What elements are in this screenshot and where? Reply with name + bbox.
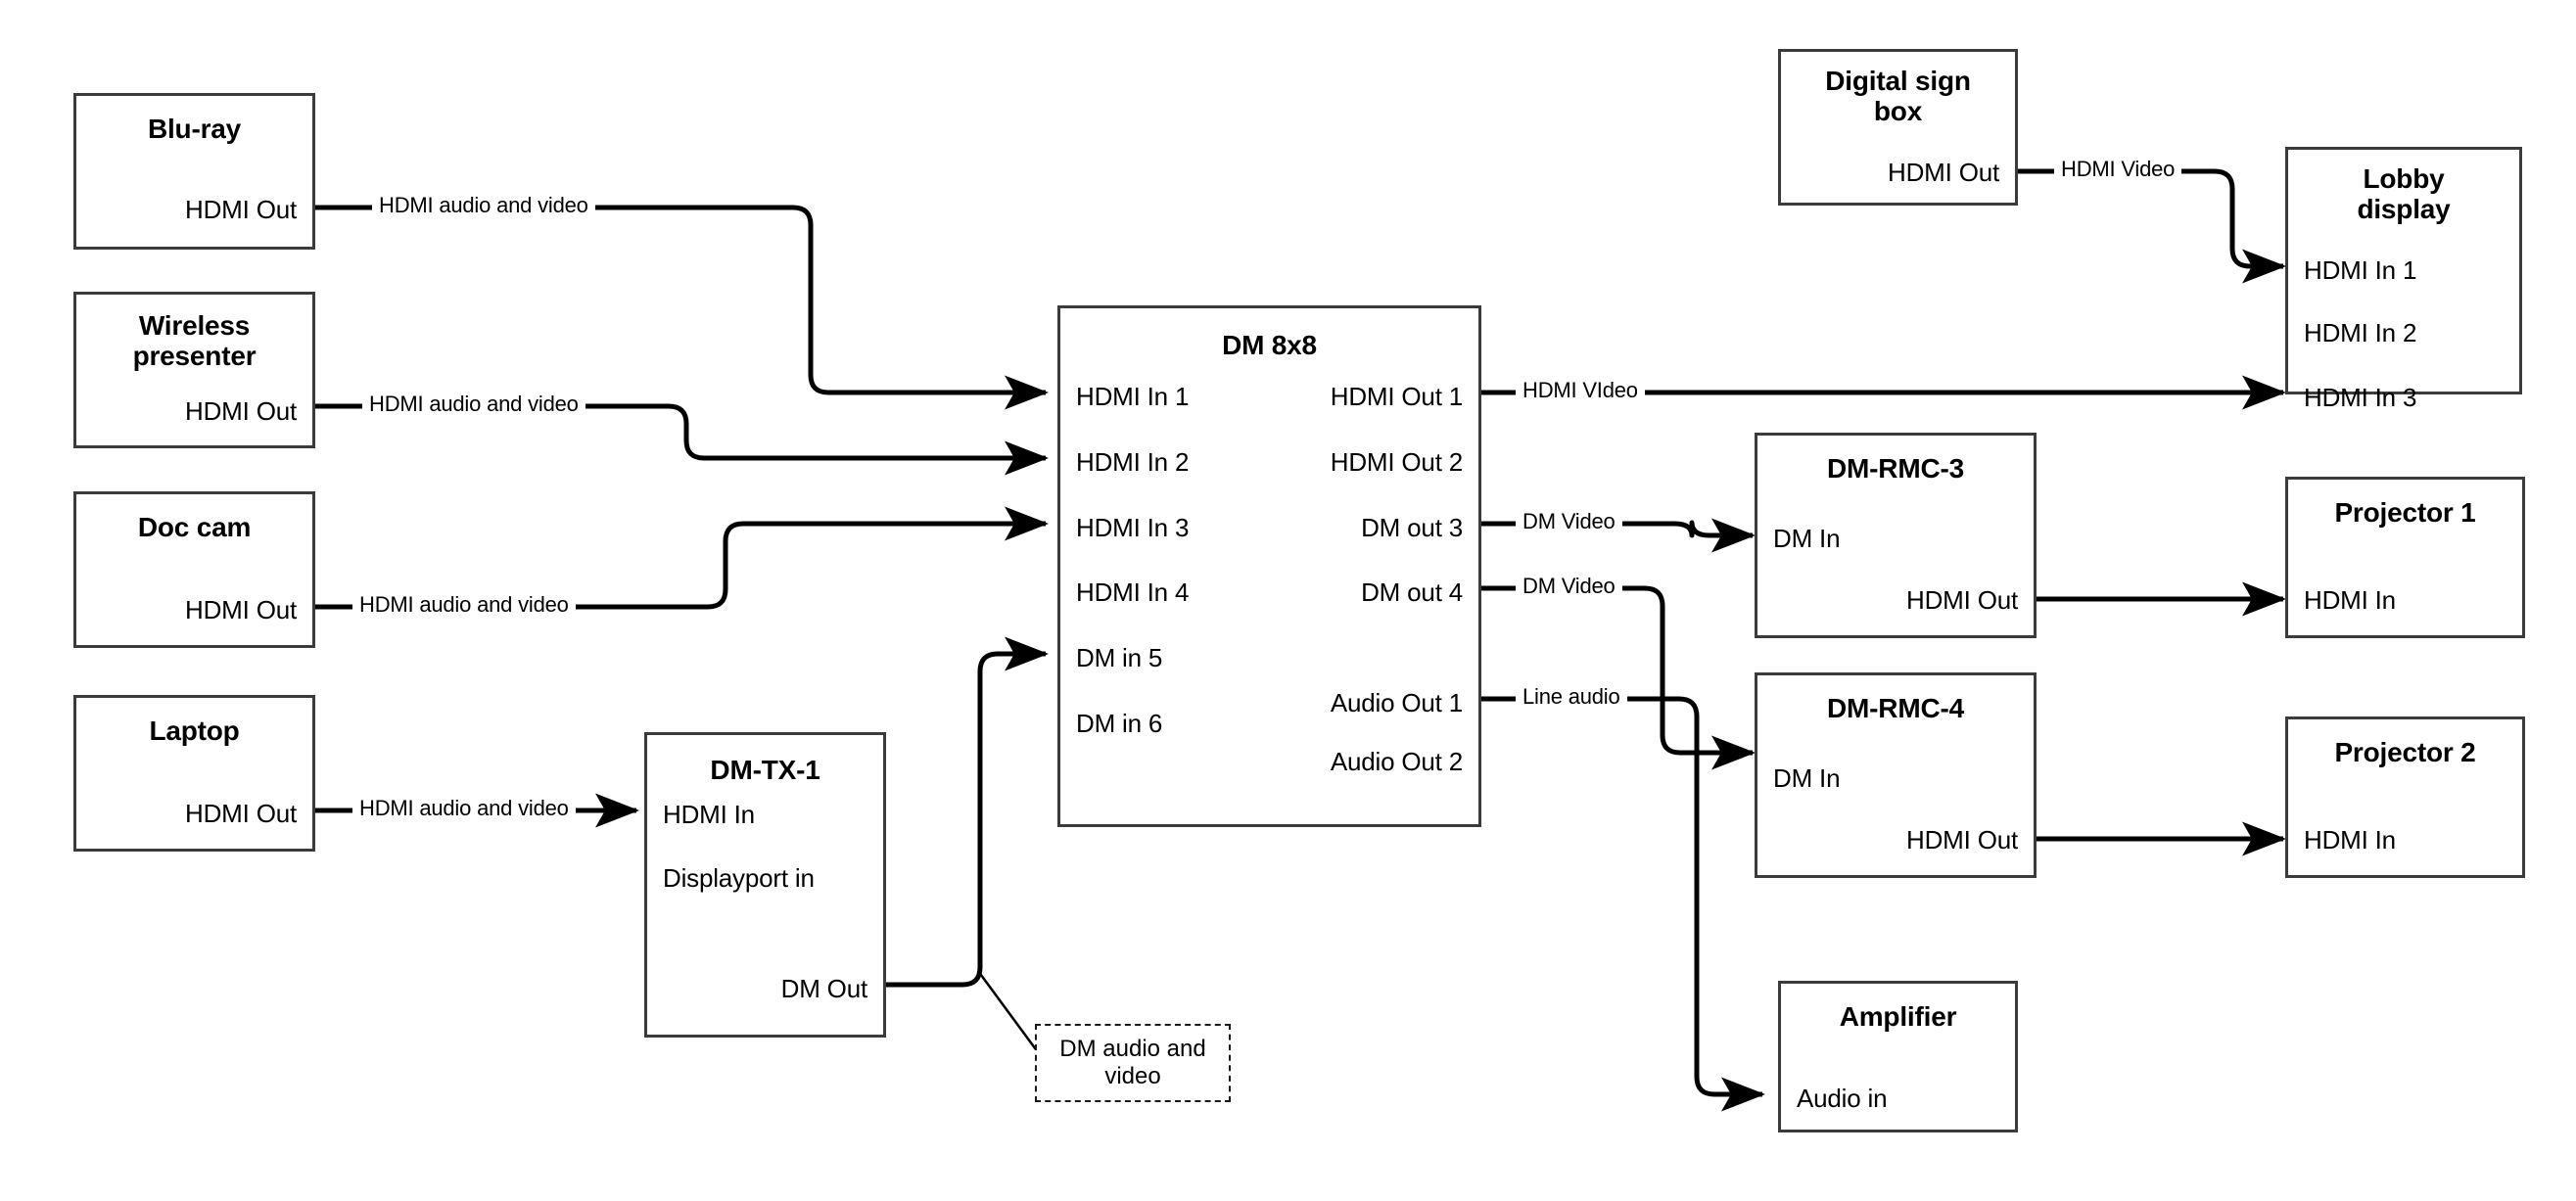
node-title-digital-sign-box: Digital sign box bbox=[1825, 66, 1971, 127]
wire-label-dm-out-3: DM Video bbox=[1516, 511, 1622, 532]
node-title-projector-1: Projector 1 bbox=[2334, 497, 2476, 528]
port-dm-8x8-audio-out-2[interactable]: Audio Out 2 bbox=[1330, 747, 1463, 776]
port-dm-8x8-hdmi-out-2[interactable]: HDMI Out 2 bbox=[1330, 447, 1463, 477]
callout-dm-audio-and-video-text: DM audio and video bbox=[1059, 1035, 1206, 1089]
wire-label-doccam: HDMI audio and video bbox=[352, 594, 576, 616]
node-dm-tx-1[interactable]: DM-TX-1 HDMI In Displayport in DM Out bbox=[644, 732, 886, 1038]
node-title-dm-tx-1: DM-TX-1 bbox=[710, 755, 820, 785]
node-title-doc-cam: Doc cam bbox=[137, 512, 252, 542]
port-dm-rmc-3-dm-in[interactable]: DM In bbox=[1773, 524, 1841, 553]
port-dm-8x8-dm-in-5[interactable]: DM in 5 bbox=[1076, 643, 1163, 672]
port-dm-8x8-hdmi-in-3[interactable]: HDMI In 3 bbox=[1076, 513, 1190, 542]
node-doc-cam[interactable]: Doc cam HDMI Out bbox=[73, 491, 315, 648]
port-blu-ray-hdmi-out[interactable]: HDMI Out bbox=[185, 195, 297, 224]
port-doc-cam-hdmi-out[interactable]: HDMI Out bbox=[185, 595, 297, 624]
port-projector-2-hdmi-in[interactable]: HDMI In bbox=[2304, 825, 2396, 855]
port-laptop-hdmi-out[interactable]: HDMI Out bbox=[185, 799, 297, 828]
port-lobby-display-hdmi-in-2[interactable]: HDMI In 2 bbox=[2304, 318, 2417, 347]
wire-label-audio-out-1: Line audio bbox=[1516, 686, 1627, 708]
callout-dm-audio-and-video: DM audio and video bbox=[1035, 1024, 1231, 1102]
wire-wireless-to-dm8x8 bbox=[315, 403, 1050, 476]
wire-label-hdmi-out-1: HDMI VIdeo bbox=[1516, 380, 1645, 401]
port-dm-8x8-hdmi-in-2[interactable]: HDMI In 2 bbox=[1076, 447, 1190, 477]
port-dm-8x8-hdmi-in-1[interactable]: HDMI In 1 bbox=[1076, 382, 1190, 411]
port-digital-sign-box-hdmi-out[interactable]: HDMI Out bbox=[1888, 158, 1999, 187]
node-title-blu-ray: Blu-ray bbox=[147, 114, 242, 144]
port-lobby-display-hdmi-in-1[interactable]: HDMI In 1 bbox=[2304, 255, 2417, 285]
node-title-lobby-display: Lobby display bbox=[2357, 163, 2451, 225]
wire-dm8x8-dmout3-to-rmc3 bbox=[1481, 518, 1756, 553]
port-dm-tx-1-hdmi-in[interactable]: HDMI In bbox=[663, 800, 755, 829]
node-dm-rmc-3[interactable]: DM-RMC-3 DM In HDMI Out bbox=[1755, 433, 2037, 638]
wire-dmtx1-to-dm8x8 bbox=[886, 636, 1050, 988]
node-laptop[interactable]: Laptop HDMI Out bbox=[73, 695, 315, 852]
port-dm-tx-1-dm-out[interactable]: DM Out bbox=[780, 974, 868, 1003]
wire-label-wireless: HDMI audio and video bbox=[362, 393, 585, 415]
node-wireless-presenter[interactable]: Wireless presenter HDMI Out bbox=[73, 292, 315, 448]
port-dm-8x8-dm-out-3[interactable]: DM out 3 bbox=[1361, 513, 1463, 542]
callout-leader-line bbox=[976, 970, 1043, 1057]
wire-label-dm-out-4: DM Video bbox=[1516, 576, 1622, 597]
wire-bluray-to-dm8x8 bbox=[315, 205, 1050, 410]
node-dm-rmc-4[interactable]: DM-RMC-4 DM In HDMI Out bbox=[1755, 672, 2037, 878]
node-title-dm-rmc-4: DM-RMC-4 bbox=[1827, 693, 1964, 723]
node-projector-2[interactable]: Projector 2 HDMI In bbox=[2285, 716, 2525, 878]
node-title-wireless-presenter: Wireless presenter bbox=[132, 310, 257, 372]
port-dm-8x8-dm-out-4[interactable]: DM out 4 bbox=[1361, 577, 1463, 607]
port-dm-8x8-dm-in-6[interactable]: DM in 6 bbox=[1076, 709, 1163, 738]
port-projector-1-hdmi-in[interactable]: HDMI In bbox=[2304, 585, 2396, 615]
wire-dm8x8-audioout1-to-amplifier bbox=[1481, 696, 1766, 1112]
node-blu-ray[interactable]: Blu-ray HDMI Out bbox=[73, 93, 315, 250]
port-dm-tx-1-displayport-in[interactable]: Displayport in bbox=[663, 863, 815, 893]
node-title-dm-8x8: DM 8x8 bbox=[1222, 330, 1317, 360]
port-lobby-display-hdmi-in-3[interactable]: HDMI In 3 bbox=[2304, 383, 2417, 412]
node-lobby-display[interactable]: Lobby display HDMI In 1 HDMI In 2 HDMI I… bbox=[2285, 147, 2522, 410]
node-title-laptop: Laptop bbox=[149, 716, 240, 746]
node-projector-1[interactable]: Projector 1 HDMI In bbox=[2285, 477, 2525, 638]
port-dm-8x8-hdmi-out-1[interactable]: HDMI Out 1 bbox=[1330, 382, 1463, 411]
wire-label-laptop: HDMI audio and video bbox=[352, 798, 576, 819]
port-wireless-presenter-hdmi-out[interactable]: HDMI Out bbox=[185, 396, 297, 426]
port-dm-rmc-4-hdmi-out[interactable]: HDMI Out bbox=[1906, 825, 2018, 855]
node-title-amplifier: Amplifier bbox=[1839, 1001, 1957, 1032]
port-amplifier-audio-in[interactable]: Audio in bbox=[1797, 1084, 1888, 1113]
wire-label-bluray: HDMI audio and video bbox=[372, 195, 595, 216]
port-dm-8x8-audio-out-1[interactable]: Audio Out 1 bbox=[1330, 688, 1463, 717]
node-dm-8x8[interactable]: DM 8x8 HDMI In 1 HDMI In 2 HDMI In 3 HDM… bbox=[1057, 305, 1481, 827]
wire-signbox-to-lobby bbox=[2017, 168, 2287, 284]
port-dm-rmc-3-hdmi-out[interactable]: HDMI Out bbox=[1906, 585, 2018, 615]
node-title-projector-2: Projector 2 bbox=[2334, 737, 2476, 767]
wire-dm8x8-dmout4-to-rmc4 bbox=[1481, 585, 1756, 770]
wire-doccam-to-dm8x8 bbox=[315, 506, 1050, 610]
wire-label-sign-box: HDMI Video bbox=[2054, 159, 2182, 180]
port-dm-8x8-hdmi-in-4[interactable]: HDMI In 4 bbox=[1076, 577, 1190, 607]
node-amplifier[interactable]: Amplifier Audio in bbox=[1778, 981, 2018, 1132]
node-title-dm-rmc-3: DM-RMC-3 bbox=[1827, 453, 1964, 484]
node-digital-sign-box[interactable]: Digital sign box HDMI Out bbox=[1778, 49, 2018, 206]
port-dm-rmc-4-dm-in[interactable]: DM In bbox=[1773, 763, 1841, 793]
